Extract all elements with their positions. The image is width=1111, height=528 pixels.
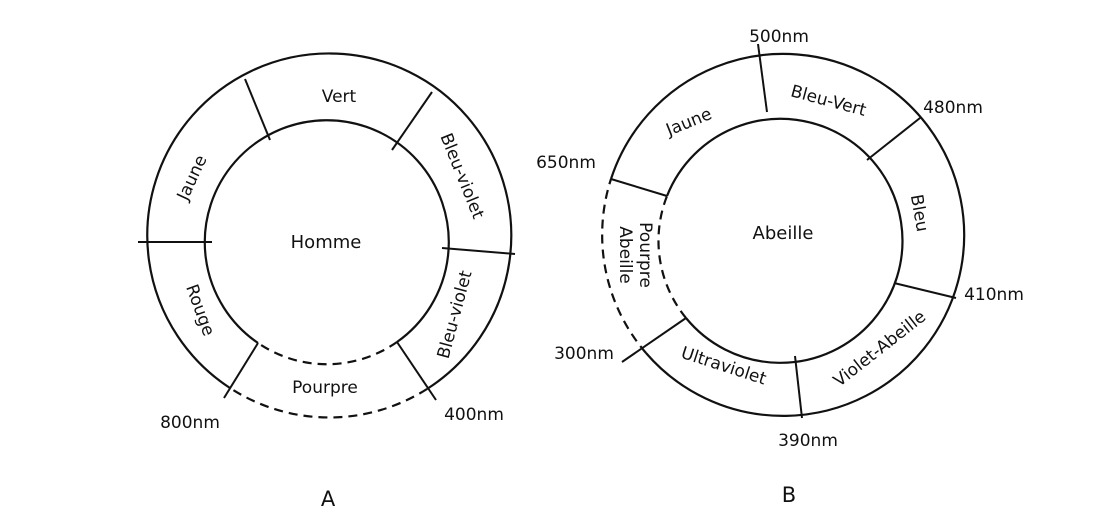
diagram-a-segment-rouge: Rouge (181, 282, 218, 339)
diagram-b-inner-ring-dashed (657, 195, 687, 319)
diagram-b-segment-pourpre-abeille: Pourpre Abeille (615, 222, 655, 288)
diagram-a-divider-800 (223, 342, 259, 399)
diagram-b-segment-bleu: Bleu (906, 193, 932, 234)
diagram-b-panel-label: B (782, 483, 796, 507)
diagram-b-divider-390 (794, 355, 803, 419)
diagram-a-inner-ring (203, 119, 450, 344)
diagram-b-mark-480nm: 480nm (923, 98, 983, 118)
diagram-b-mark-650nm: 650nm (536, 153, 596, 173)
diagram-a-panel-label: A (321, 487, 336, 511)
diagram-a-segment-jaune: Jaune (173, 152, 212, 204)
diagram-b-segment-violet-abeille: Violet-Abeille (830, 307, 930, 391)
diagram-b-divider-650 (610, 178, 668, 197)
diagram-b-segment-pourpre-abeille-line-1: Pourpre (635, 222, 655, 288)
diagram-b-center-label: Abeille (753, 223, 814, 244)
diagram-b-mark-410nm: 410nm (964, 285, 1024, 305)
diagram-a-divider-vert-jaune (244, 78, 271, 141)
diagram-b-mark-390nm: 390nm (778, 431, 838, 451)
diagram-a-center-label: Homme (291, 232, 362, 253)
diagram-b-segment-ultraviolet: Ultraviolet (678, 343, 768, 389)
diagram-a-segment-pourpre: Pourpre (292, 378, 358, 398)
diagram-b: Abeille Bleu-Vert Bleu Violet-Abeille Ul… (536, 27, 1024, 507)
diagram-b-inner-ring (665, 117, 904, 364)
diagram-a-segment-vert: Vert (322, 87, 357, 107)
diagram-b-divider-410 (893, 282, 957, 299)
diagram-b-mark-300nm: 300nm (554, 344, 614, 364)
diagram-b-divider-480 (866, 117, 921, 161)
diagram-b-segment-bleu-vert: Bleu-Vert (788, 82, 868, 121)
diagram-a-mark-800nm: 800nm (160, 413, 220, 433)
diagram-b-outer-ring-dashed (601, 178, 647, 354)
diagram-a-outer-ring-dashed (229, 387, 428, 419)
diagram-a-divider-400 (396, 341, 437, 401)
diagram-b-divider-300 (621, 317, 687, 363)
diagram-a-outer-ring (146, 52, 513, 390)
diagram-b-outer-ring (609, 52, 966, 417)
diagram-b-mark-500nm: 500nm (749, 27, 809, 47)
diagram-a: Homme Vert Bleu-violet Bleu-violet Pourp… (138, 52, 516, 511)
diagram-a-segment-bleu-violet-lower: Bleu-violet (434, 268, 477, 361)
diagram-a-divider-bleu-bleu (441, 247, 516, 255)
diagram-b-segment-pourpre-abeille-line-2: Abeille (615, 226, 635, 284)
diagram-b-divider-500 (757, 43, 768, 113)
diagram-a-mark-400nm: 400nm (444, 405, 504, 425)
diagram-b-segment-jaune: Jaune (662, 104, 714, 141)
diagram-a-divider-vert-bleu (391, 91, 433, 151)
diagram-a-inner-ring-dashed (257, 341, 398, 366)
